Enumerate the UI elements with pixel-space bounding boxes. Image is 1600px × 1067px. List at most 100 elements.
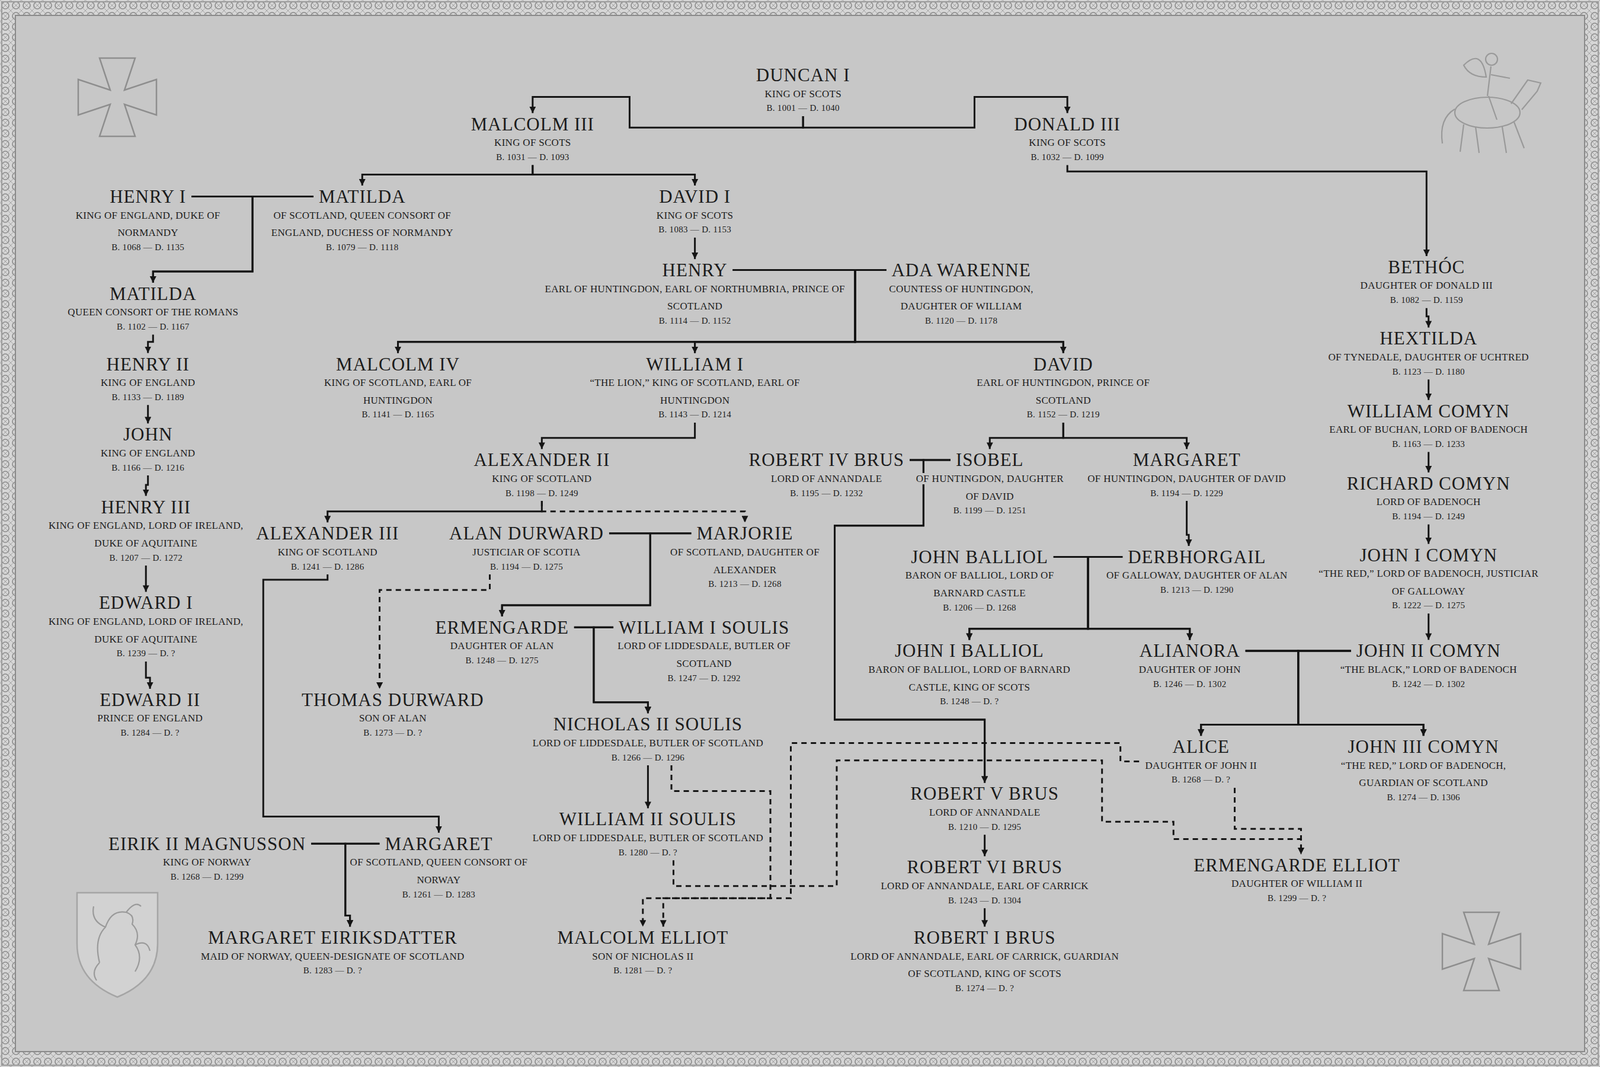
- life-dates: B. 1207 — D. 1272: [107, 552, 185, 563]
- person-node: MARGARET EIRIKSDATTERMAID OF NORWAY, QUE…: [197, 927, 469, 977]
- rider: [1487, 66, 1510, 120]
- person-node: JOHN I BALLIOLBARON OF BALLIOL, LORD OF …: [864, 640, 1074, 707]
- life-dates: B. 1031 — D. 1093: [494, 152, 571, 162]
- knight-figure: [1441, 53, 1541, 153]
- horse-legs: [1460, 122, 1525, 153]
- life-dates: B. 1239 — D. ?: [114, 648, 178, 658]
- descent-line: [989, 422, 1064, 449]
- person-name: ADA WARENNE: [889, 259, 1033, 281]
- person-node: WILLIAM I“THE LION,” KING OF SCOTLAND, E…: [586, 354, 804, 421]
- descent-line: [362, 165, 533, 187]
- person-title: OF SCOTLAND, QUEEN CONSORT OF ENGLAND, D…: [269, 209, 456, 239]
- person-title: OF SCOTLAND, DAUGHTER OF ALEXANDER: [668, 546, 822, 576]
- person-node: HEXTILDAOF TYNEDALE, DAUGHTER OF UCHTRED…: [1324, 328, 1533, 378]
- lion-figure: [93, 904, 150, 981]
- person-title: LORD OF ANNANDALE: [769, 472, 884, 485]
- life-dates: B. 1102 — D. 1167: [114, 321, 191, 332]
- person-title: LORD OF LIDDESDALE, BUTLER OF SCOTLAND: [615, 640, 793, 670]
- life-dates: B. 1274 — D. ?: [953, 983, 1016, 993]
- person-name: RICHARD COMYN: [1345, 472, 1513, 494]
- person-title: KING OF SCOTS: [654, 209, 736, 222]
- cross-outline: [78, 58, 157, 137]
- person-node: JOHN BALLIOLBARON OF BALLIOL, LORD OF BA…: [901, 546, 1058, 614]
- life-dates: B. 1268 — D. ?: [1169, 774, 1232, 784]
- person-title: OF TYNEDALE, DAUGHTER OF UCHTRED: [1326, 351, 1531, 363]
- person-title: BARON OF BALLIOL, LORD OF BARNARD CASTLE…: [866, 663, 1072, 693]
- person-name: NICHOLAS II SOULIS: [551, 713, 745, 735]
- life-dates: B. 1261 — D. 1283: [400, 889, 478, 899]
- person-title: “THE BLACK,” LORD OF BADENOCH: [1338, 663, 1519, 675]
- person-title: DAUGHTER OF JOHN: [1137, 663, 1243, 675]
- descent-line: [501, 533, 691, 617]
- descent-line: [327, 500, 543, 523]
- life-dates: B. 1194 — D. 1249: [1390, 511, 1467, 521]
- person-node: ALAN DURWARDJUSTICIAR OF SCOTIAB. 1194 —…: [445, 523, 608, 573]
- person-name: WILLIAM II SOULIS: [557, 808, 739, 830]
- person-name: ROBERT IV BRUS: [747, 449, 907, 470]
- person-name: MATILDA: [317, 186, 408, 207]
- person-name: JOHN I COMYN: [1357, 544, 1499, 566]
- person-node: DAVIDEARL OF HUNTINGDON, PRINCE OF SCOTL…: [973, 354, 1154, 421]
- life-dates: B. 1280 — D. ?: [616, 847, 680, 857]
- person-title: PRINCE OF ENGLAND: [95, 712, 205, 724]
- person-name: HENRY II: [104, 353, 192, 375]
- rider-head: [1485, 53, 1498, 66]
- descent-line: [145, 565, 147, 592]
- person-name: HENRY I: [107, 186, 188, 207]
- person-title: QUEEN CONSORT OF THE ROMANS: [65, 306, 240, 318]
- life-dates: B. 1079 — D. 1118: [324, 242, 400, 252]
- life-dates: B. 1133 — D. 1189: [110, 392, 187, 402]
- life-dates: B. 1213 — D. 1290: [1158, 584, 1235, 595]
- person-title: OF HUNTINGDON, DAUGHTER OF DAVID: [1085, 472, 1288, 485]
- cross-symbol: [1442, 912, 1521, 991]
- person-name: MARGARET: [382, 833, 495, 854]
- life-dates: B. 1247 — D. 1292: [665, 673, 742, 683]
- person-title: OF GALLOWAY, DAUGHTER OF ALAN: [1104, 569, 1290, 581]
- person-node: JOHN III COMYN“THE RED,” LORD OF BADENOC…: [1337, 736, 1510, 803]
- person-title: OF HUNTINGDON, DAUGHTER OF DAVID: [914, 472, 1066, 502]
- person-name: WILLIAM COMYN: [1345, 400, 1512, 422]
- person-node: ALEXANDER IIKING OF SCOTLANDB. 1198 — D.…: [469, 449, 614, 499]
- life-dates: B. 1001 — D. 1040: [764, 103, 841, 113]
- descent-line: [1427, 379, 1430, 400]
- descent-line: [983, 834, 986, 856]
- life-dates: B. 1194 — D. 1229: [1148, 488, 1225, 498]
- person-name: JOHN I BALLIOL: [893, 640, 1046, 661]
- life-dates: B. 1082 — D. 1159: [1388, 295, 1465, 305]
- life-dates: B. 1163 — D. 1233: [1390, 439, 1467, 449]
- life-dates: B. 1166 — D. 1216: [109, 462, 187, 473]
- life-dates: B. 1123 — D. 1180: [1390, 366, 1467, 377]
- life-dates: B. 1114 — D. 1152: [657, 315, 734, 326]
- descent-line: [398, 270, 856, 354]
- ground-panel: [15, 15, 1585, 1052]
- person-node: ERMENGARDEDAUGHTER OF ALANB. 1248 — D. 1…: [431, 617, 573, 667]
- life-dates: B. 1281 — D. ?: [611, 965, 674, 975]
- horse-body: [1454, 97, 1520, 128]
- person-node: MALCOLM IVKING OF SCOTLAND, EARL OF HUNT…: [320, 354, 476, 421]
- life-dates: B. 1199 — D. 1251: [951, 505, 1029, 515]
- descent-line: [541, 422, 695, 449]
- person-node: EDWARD IKING OF ENGLAND, LORD OF IRELAND…: [45, 592, 248, 659]
- person-title: EARL OF HUNTINGDON, EARL OF NORTHUMBRIA,…: [543, 283, 847, 313]
- life-dates: B. 1083 — D. 1153: [656, 224, 734, 235]
- life-dates: B. 1283 — D. ?: [301, 965, 364, 975]
- person-title: KING OF SCOTS: [492, 136, 574, 149]
- person-node: DONALD IIIKING OF SCOTSB. 1032 — D. 1099: [1010, 114, 1125, 164]
- horse-tail: [1441, 109, 1455, 144]
- person-title: DAUGHTER OF DONALD III: [1358, 279, 1495, 291]
- person-name: EDWARD I: [97, 592, 195, 613]
- person-node: MARGARETOF SCOTLAND, QUEEN CONSORT OF NO…: [346, 833, 531, 901]
- person-node: EIRIK II MAGNUSSONKING OF NORWAYB. 1268 …: [104, 833, 310, 883]
- life-dates: B. 1198 — D. 1249: [503, 488, 581, 498]
- person-title: KING OF SCOTLAND: [490, 472, 594, 485]
- person-name: HENRY III: [98, 496, 193, 518]
- person-name: MARJORIE: [694, 522, 795, 544]
- person-name: MATILDA: [107, 283, 199, 304]
- descent-line: [145, 661, 150, 689]
- person-node: MARJORIEOF SCOTLAND, DAUGHTER OF ALEXAND…: [666, 523, 824, 590]
- person-name: DUNCAN I: [754, 64, 853, 86]
- descent-line: [146, 404, 149, 424]
- person-node: WILLIAM COMYNEARL OF BUCHAN, LORD OF BAD…: [1325, 401, 1532, 451]
- life-dates: B. 1248 — D. ?: [938, 696, 1001, 706]
